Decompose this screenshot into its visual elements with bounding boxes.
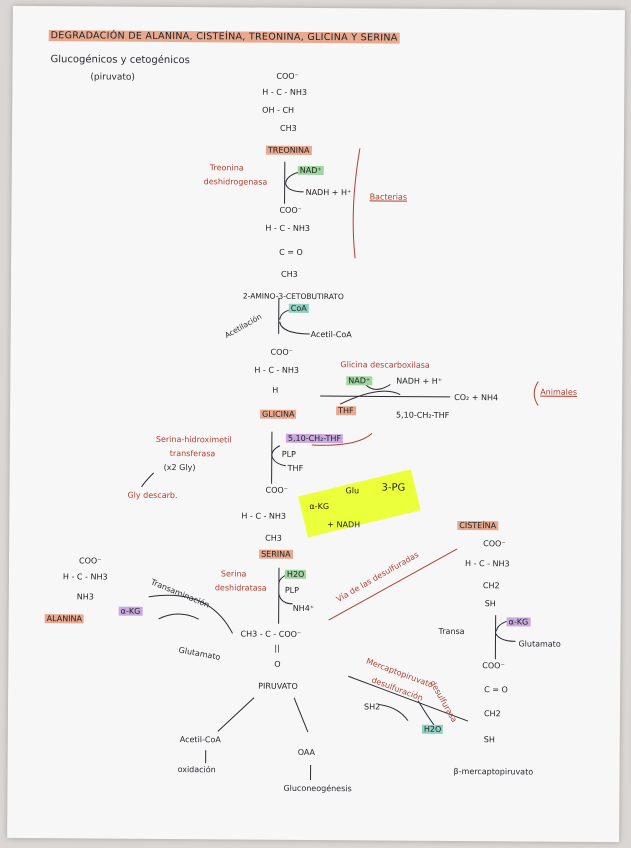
nh4: NH4⁺ [292,603,315,613]
ser-r2: CH3 [265,533,282,543]
yellow-glu: Glu [345,486,360,496]
oxidacion: oxidación [177,765,216,775]
plp-1: PLP [281,449,296,459]
transa: Transa [438,626,465,637]
merc-coo: COO⁻ [482,661,505,671]
animales-note: Animales [540,387,578,397]
arrow-gly [320,395,451,398]
arrow-ala [148,594,233,634]
arrow-oaa [293,697,309,733]
gly-descarb: Gly descarb. [127,490,178,501]
nad-1: NAD⁺ [297,165,324,176]
alanine-label: ALANINA [44,614,85,624]
yellow-akg: α-KG [309,501,330,512]
merc-r1: C = O [484,685,508,695]
thr-enzyme-2: deshidrogenasa [203,177,268,187]
sh2: SH2 [363,702,381,712]
nadh-2: NADH + H⁺ [396,376,443,386]
gly-coo: COO⁻ [270,347,293,357]
ser-r1: H - C - NH3 [241,511,287,521]
arrow-via [328,548,458,621]
serine-enzyme-1: Serina-hidroximetil [155,434,232,445]
thr-r3: CH3 [280,123,297,133]
ala-r2: NH3 [76,592,94,602]
acetil-coa-2: Acetil-CoA [179,735,221,745]
threonine-label: TREONINA [265,145,312,155]
ala-coo: COO⁻ [79,556,102,566]
ala-r1: H - C - NH3 [62,572,108,582]
serine-enzyme-3: (x2 Gly) [163,462,196,473]
coa: CoA [288,303,309,313]
thr-r1: H - C - NH3 [262,87,307,97]
serina-desh-2: deshidratasa [214,583,267,593]
oaa: OAA [297,747,316,758]
cys-r1: H - C - NH3 [464,559,510,569]
pyr-r2: O [274,659,281,669]
thf-1: THF [336,406,356,416]
h2o-1: H2O [284,569,307,579]
pathway-arrows [141,148,539,780]
thr-r2: OH - CH [262,105,295,115]
subtitle: Glucogénicos y cetogénicos [50,54,190,67]
thr-coo: COO⁻ [276,71,299,81]
serine-enzyme-2: transferasa [169,448,216,459]
gluconeogenesis: Gluconeogénesis [283,783,352,794]
cys-r3: SH [484,599,496,609]
serine-label: SERINA [259,549,293,559]
co2-nh4: CO₂ + NH4 [454,392,499,403]
merc-r2: CH2 [483,709,501,719]
gly-r2: H [272,385,279,395]
pyruvate-label: PIRUVATO [258,681,298,691]
cys-r2: CH2 [482,581,500,591]
bacterias-note: Bacterias [369,192,408,202]
cys-coo: COO⁻ [483,539,506,549]
merc-r3: SH [483,735,495,745]
merc-name: β-mercaptopiruvato [453,766,534,777]
thr-enzyme-1: Treonina [209,163,244,173]
subtitle-pyruvate: (piruvato) [90,72,135,83]
thf-2: THF [287,463,304,473]
yellow-3pg: 3-PG [381,482,406,494]
glycine-label: GLICINA [260,409,297,419]
int-coo: COO⁻ [279,205,302,215]
nadh-1: NADH + H⁺ [305,187,352,198]
notebook-page: DEGRADACIÓN DE ALANINA, CISTEÍNA, TREONI… [7,5,625,843]
h2o-2: H2O [421,724,444,734]
int-r1: H - C - NH3 [265,223,311,233]
plp-2: PLP [284,585,299,595]
pyr-r1: || [274,643,280,653]
ser-coo: COO⁻ [265,485,288,495]
yellow-nadh: + NADH [327,520,361,530]
arrow-nad1 [285,171,300,184]
gly-r1: H - C - NH3 [254,365,300,375]
arrow-merc [348,675,469,722]
pyr-formula: CH3 - C - COO⁻ [240,629,302,639]
cysteine-label: CISTEÍNA [457,520,499,531]
int-name: 2-AMINO-3-CETOBUTIRATO [242,291,344,302]
akg-2: α-KG [506,617,531,627]
nad-2: NAD⁺ [346,376,373,386]
serina-desh-1: Serina [220,569,247,579]
arrow-acet [217,697,255,732]
akg-1: α-KG [118,606,143,616]
acetil-coa-1: Acetil-CoA [310,329,352,340]
int-r2: C = O [279,247,303,257]
int-r3: CH3 [281,269,298,279]
ch2-thf-1: 5,10-CH₂-THF [396,410,450,420]
glicina-descarboxilasa: Glicina descarboxilasa [340,360,430,370]
arrow-nadh1 [285,183,304,193]
glutamato-2: Glutamato [518,639,561,649]
ch2-thf-2: 5,10-CH₂-THF [285,433,344,444]
